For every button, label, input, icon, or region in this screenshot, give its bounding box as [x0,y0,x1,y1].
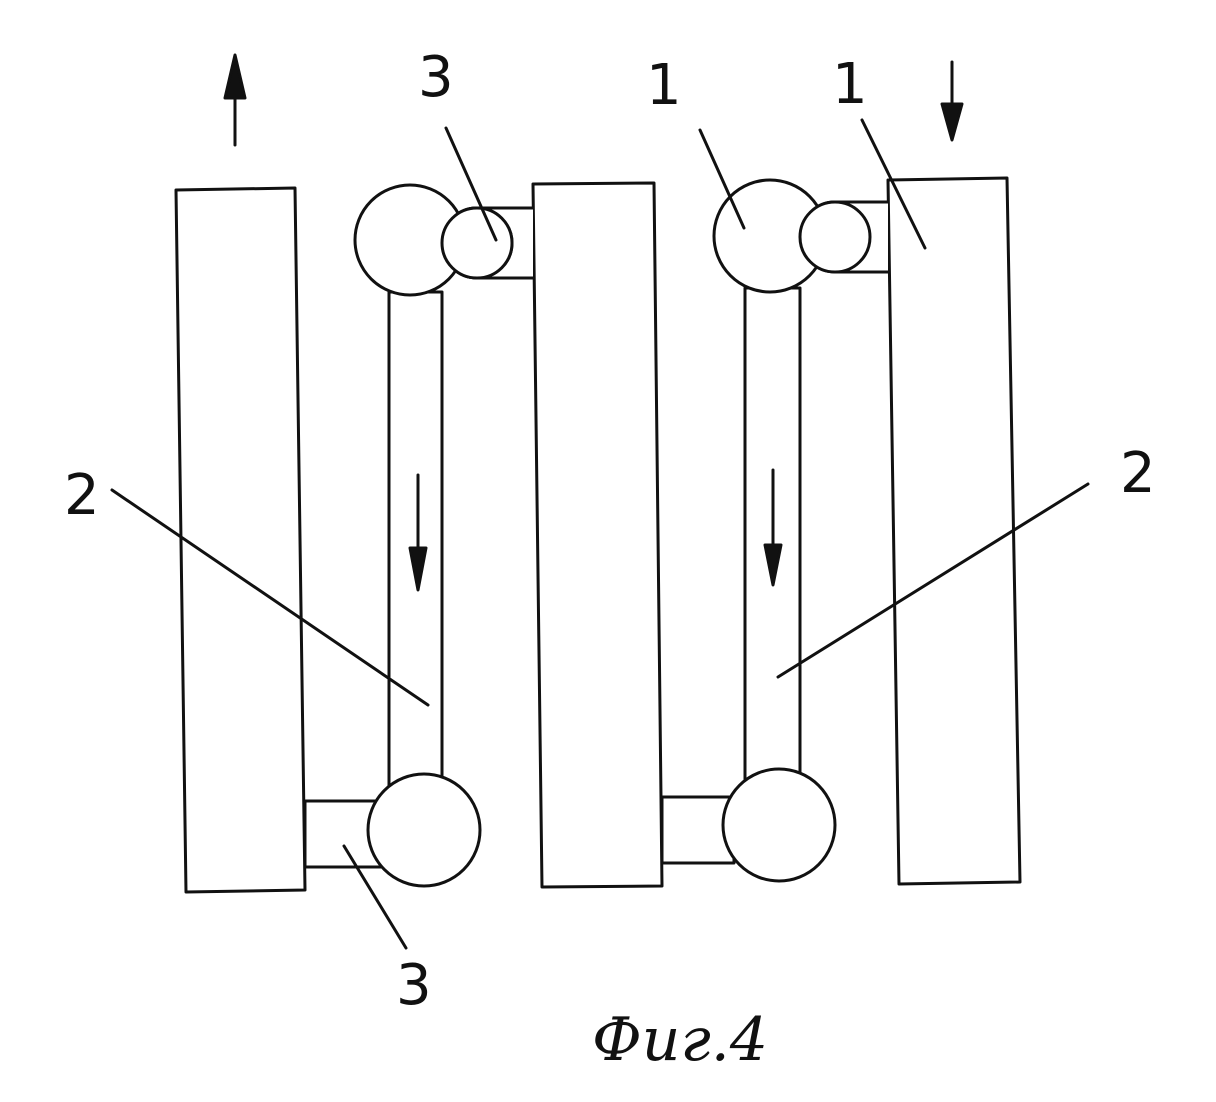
connector-top-right-cap [800,202,870,272]
plate-left [176,188,305,892]
callout-2-left: 2 [64,463,100,528]
callout-2-right: 2 [1120,441,1156,506]
bulb-bottom-right [723,769,835,881]
tube-left [389,292,442,790]
callout-3-bottom: 3 [396,953,432,1018]
callout-3-top: 3 [418,45,454,110]
arrow-down-right-icon [942,62,962,140]
callout-1-right: 1 [832,52,868,117]
arrow-up-left-icon [225,55,245,145]
callout-1-left: 1 [646,53,682,118]
bulb-bottom-left [368,774,480,886]
plate-right [888,178,1020,884]
plate-middle [533,183,662,887]
connector-top-left-cap-front [442,208,512,278]
figure-caption: Фиг.4 [592,1005,768,1075]
